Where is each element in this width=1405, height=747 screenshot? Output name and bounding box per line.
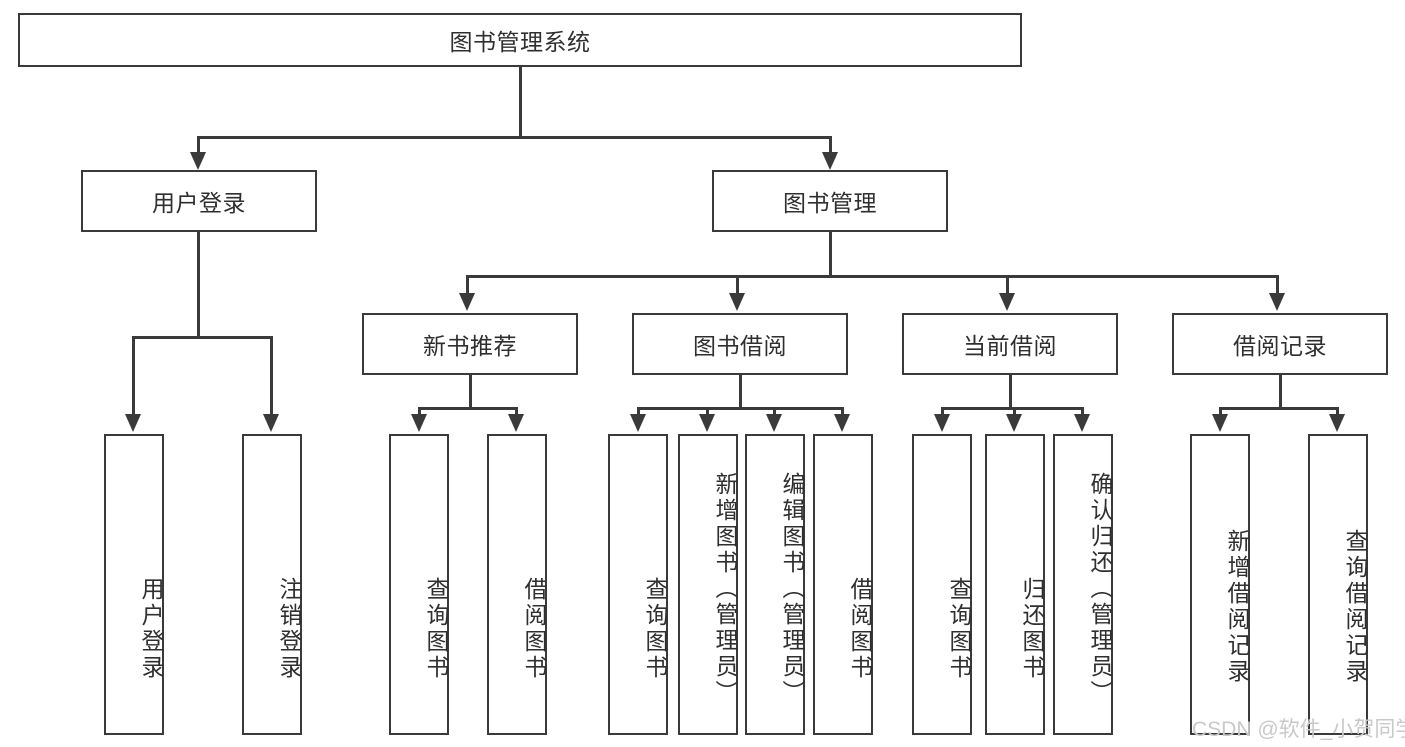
- node-label: 借阅图书: [847, 576, 873, 681]
- connector-borrowrecord-drop-2: [1336, 407, 1339, 416]
- arrowhead-borrow-record: [1269, 293, 1285, 311]
- arrowhead-leaf-query-book-3: [934, 414, 950, 432]
- connector-borrowrecord-stem: [1279, 375, 1282, 407]
- node-label: 用户登录: [152, 190, 246, 216]
- node-label: 当前借阅: [963, 333, 1057, 359]
- arrowhead-leaf-query-book-2: [630, 414, 646, 432]
- leaf-borrow-book-newbook[interactable]: 借阅图书: [487, 434, 547, 735]
- arrowhead-leaf-query-record: [1329, 414, 1345, 432]
- connector-bookborrow-drop-2: [706, 407, 709, 416]
- connector-userlogin-bus: [132, 336, 270, 339]
- arrowhead-user-login: [190, 152, 206, 170]
- arrowhead-leaf-logout: [263, 414, 279, 432]
- leaf-query-borrow-record[interactable]: 查询借阅记录: [1308, 434, 1368, 735]
- watermark-text: CSDN @软件_小贺同学: [1192, 718, 1405, 741]
- connector-bookborrow-drop-4: [841, 407, 844, 416]
- node-borrow-record[interactable]: 借阅记录: [1172, 313, 1388, 375]
- connector-currentborrow-drop-1: [941, 407, 944, 416]
- arrowhead-leaf-add-record: [1212, 414, 1228, 432]
- node-label: 图书管理: [783, 190, 877, 216]
- node-label: 借阅记录: [1233, 333, 1327, 359]
- connector-bookborrow-drop-3: [773, 407, 776, 416]
- connector-bookmanage-stem: [829, 232, 832, 275]
- connector-newbook-stem: [469, 375, 472, 407]
- connector-root-drop-left: [197, 136, 200, 154]
- arrowhead-leaf-add-book: [699, 414, 715, 432]
- connector-newbook-bus: [418, 407, 518, 410]
- node-label: 编辑图书（管理员）: [779, 471, 805, 706]
- connector-newbook-drop-2: [515, 407, 518, 416]
- arrowhead-leaf-return-book: [1006, 414, 1022, 432]
- arrowhead-leaf-confirm-return: [1074, 414, 1090, 432]
- node-label: 查询图书: [946, 576, 972, 681]
- node-current-borrow[interactable]: 当前借阅: [902, 313, 1118, 375]
- connector-bookmanage-drop-1: [466, 275, 469, 295]
- arrowhead-current-borrow: [999, 293, 1015, 311]
- node-label: 图书借阅: [693, 333, 787, 359]
- node-book-borrow[interactable]: 图书借阅: [632, 313, 848, 375]
- connector-currentborrow-bus: [941, 407, 1084, 410]
- node-label: 新书推荐: [423, 333, 517, 359]
- arrowhead-leaf-edit-book: [766, 414, 782, 432]
- arrowhead-new-book-rec: [459, 293, 475, 311]
- node-root-system[interactable]: 图书管理系统: [18, 13, 1022, 67]
- connector-userlogin-drop-2: [270, 336, 273, 416]
- connector-root-stem: [519, 67, 522, 136]
- connector-newbook-drop-1: [418, 407, 421, 416]
- node-new-book-recommend[interactable]: 新书推荐: [362, 313, 578, 375]
- connector-root-bus: [197, 136, 831, 139]
- node-label: 用户登录: [138, 576, 164, 681]
- connector-bookmanage-drop-2: [736, 275, 739, 295]
- node-label: 新增图书（管理员）: [712, 471, 738, 706]
- node-label: 查询图书: [642, 576, 668, 681]
- connector-bookborrow-stem: [739, 375, 742, 407]
- connector-bookmanage-drop-3: [1006, 275, 1009, 295]
- leaf-add-book-admin[interactable]: 新增图书（管理员）: [678, 434, 738, 735]
- leaf-query-book-borrow[interactable]: 查询图书: [608, 434, 668, 735]
- leaf-add-borrow-record[interactable]: 新增借阅记录: [1190, 434, 1250, 735]
- connector-bookborrow-bus: [637, 407, 844, 410]
- connector-bookmanage-bus: [466, 275, 1278, 278]
- connector-borrowrecord-bus: [1219, 407, 1337, 410]
- node-label: 查询借阅记录: [1342, 529, 1368, 685]
- connector-userlogin-stem: [197, 232, 200, 336]
- arrowhead-leaf-borrow-book-1: [508, 414, 524, 432]
- connector-userlogin-drop-1: [132, 336, 135, 416]
- leaf-edit-book-admin[interactable]: 编辑图书（管理员）: [745, 434, 805, 735]
- arrowhead-book-manage: [822, 152, 838, 170]
- connector-bookmanage-drop-4: [1276, 275, 1279, 295]
- node-label: 借阅图书: [521, 576, 547, 681]
- connector-currentborrow-stem: [1009, 375, 1012, 407]
- node-label: 确认归还（管理员）: [1087, 471, 1113, 706]
- node-label: 注销登录: [276, 576, 302, 681]
- node-label: 归还图书: [1019, 576, 1045, 681]
- connector-borrowrecord-drop-1: [1219, 407, 1222, 416]
- node-label: 查询图书: [423, 576, 449, 681]
- node-book-management[interactable]: 图书管理: [712, 170, 948, 232]
- leaf-query-book-newbook[interactable]: 查询图书: [389, 434, 449, 735]
- arrowhead-leaf-query-book-1: [411, 414, 427, 432]
- arrowhead-leaf-user-login: [125, 414, 141, 432]
- arrowhead-leaf-borrow-book-2: [834, 414, 850, 432]
- leaf-return-book[interactable]: 归还图书: [985, 434, 1045, 735]
- arrowhead-book-borrow: [729, 293, 745, 311]
- leaf-logout[interactable]: 注销登录: [242, 434, 302, 735]
- leaf-query-book-current[interactable]: 查询图书: [912, 434, 972, 735]
- connector-currentborrow-drop-2: [1013, 407, 1016, 416]
- node-user-login[interactable]: 用户登录: [81, 170, 317, 232]
- leaf-user-login[interactable]: 用户登录: [104, 434, 164, 735]
- leaf-borrow-book[interactable]: 借阅图书: [813, 434, 873, 735]
- leaf-confirm-return-admin[interactable]: 确认归还（管理员）: [1053, 434, 1113, 735]
- node-label: 图书管理系统: [449, 29, 591, 55]
- connector-currentborrow-drop-3: [1081, 407, 1084, 416]
- connector-bookborrow-drop-1: [637, 407, 640, 416]
- node-label: 新增借阅记录: [1224, 529, 1250, 685]
- connector-root-drop-right: [829, 136, 832, 154]
